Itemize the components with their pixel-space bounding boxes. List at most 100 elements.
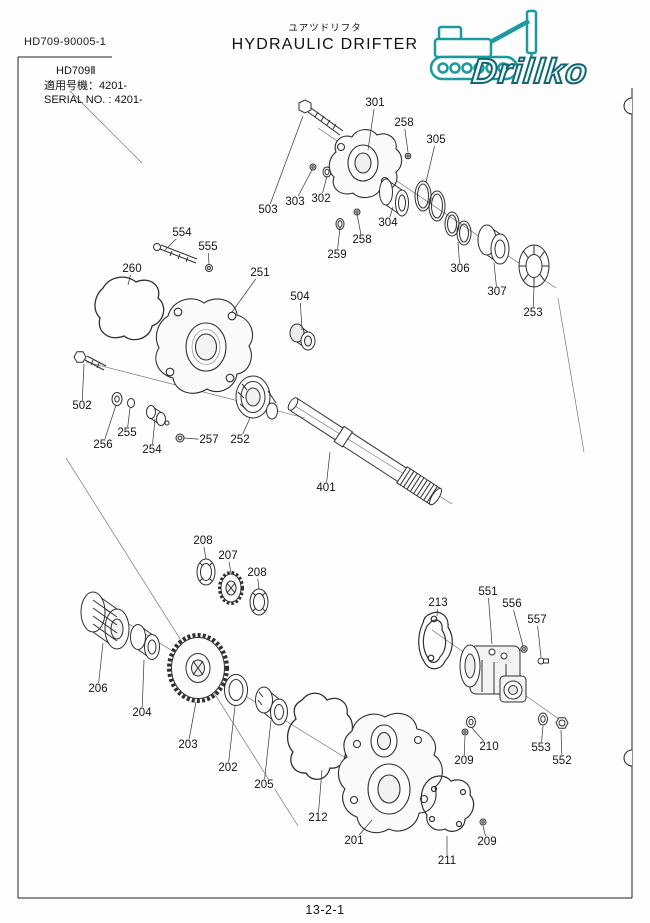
callout-260-14: 260 [121,262,143,276]
part-212-gasket [286,692,354,780]
callout-301-0: 301 [364,96,386,110]
callout-209-43: 209 [476,835,498,849]
part-254-valve [146,405,170,426]
part-203-gear [167,633,229,703]
callout-502-17: 502 [71,399,93,413]
part-208-bearing-b [249,588,269,616]
callout-401-23: 401 [315,481,337,495]
part-258-plug-lower [353,208,361,216]
part-260-gasket [94,276,165,341]
callout-206-31: 206 [87,682,109,696]
callout-307-10: 307 [486,285,508,299]
model-block: HD709Ⅱ 適用号機：4201- SERIAL NO. : 4201- [44,64,143,108]
title-block: ユアツドリフタ HYDRAULIC DRIFTER [225,20,425,54]
callout-208-24: 208 [192,534,214,548]
callout-557-30: 557 [526,613,548,627]
callout-553-40: 553 [530,741,552,755]
callout-253-11: 253 [522,306,544,320]
serial-no: SERIAL NO. : 4201- [44,94,143,107]
callout-209-39: 209 [453,754,475,768]
part-204-sleeve [130,624,160,660]
callout-208-26: 208 [246,566,268,580]
callout-252-22: 252 [229,433,251,447]
title-kana: ユアツドリフタ [288,23,362,34]
part-502-plug-bolt [73,351,107,371]
logo-text: Drillko [470,52,590,91]
callout-303-4: 303 [284,195,306,209]
callout-556-29: 556 [501,597,523,611]
drill-rig-icon [429,9,538,81]
callout-306-9: 306 [449,262,471,276]
model-name: HD709Ⅱ [56,65,96,77]
callout-504-16: 504 [289,290,311,304]
callout-204-32: 204 [131,706,153,720]
part-255-oring [127,398,135,408]
part-555-washer [205,264,213,272]
part-207-gear [218,571,244,605]
part-213-gasket [418,611,453,670]
part-551-hydraulic-motor [459,644,527,703]
callout-552-41: 552 [551,754,573,768]
callout-302-5: 302 [310,192,332,206]
callout-256-18: 256 [92,438,114,452]
callout-258-1: 258 [393,116,415,130]
part-302-ring [322,166,332,178]
callout-259-7: 259 [326,248,348,262]
part-306-seal-set [444,211,472,246]
part-504-nut [289,323,316,351]
callout-551-28: 551 [477,585,499,599]
part-258-plug-upper [404,152,412,160]
part-503-bolt [298,99,344,136]
part-252-coupling [235,375,278,420]
part-202-ring [224,674,248,706]
part-201-gear-case [337,712,443,834]
part-556-plug [520,645,528,653]
brand-logo: Drillko [423,5,638,93]
doc-number: HD709-90005-1 [24,36,107,48]
callout-212-36: 212 [307,811,329,825]
callout-203-33: 203 [177,738,199,752]
callout-255-19: 255 [116,426,138,440]
callout-207-25: 207 [217,549,239,563]
part-209-oring-a [461,728,469,736]
part-253-bearing [518,244,550,288]
page-number: 13-2-1 [305,903,345,917]
part-210-oring [466,716,476,728]
part-557-plug [537,657,549,665]
callout-254-20: 254 [141,443,163,457]
part-552-hex-plug [555,717,569,729]
part-307-bushing [477,224,510,265]
part-304-sleeve [379,178,409,217]
part-305-oring-set [414,180,446,222]
callout-503-3: 503 [257,203,279,217]
part-401-rotation-shaft [287,397,443,506]
callout-305-2: 305 [425,133,447,147]
callout-201-37: 201 [343,834,365,848]
callout-258-8: 258 [351,233,373,247]
callout-213-27: 213 [427,596,449,610]
part-209-oring-b [479,818,487,826]
callout-555-13: 555 [197,240,219,254]
callout-211-42: 211 [436,854,458,868]
callout-257-21: 257 [198,433,220,447]
callout-554-12: 554 [171,226,193,240]
part-211-gasket [420,775,475,832]
part-554-bolt [153,243,198,264]
callout-205-35: 205 [253,778,275,792]
callout-251-15: 251 [249,266,271,280]
applicable-machines: 適用号機：4201- [44,79,128,92]
page-border [17,56,633,899]
part-251-gear-case-cover [155,298,254,394]
part-205-cylinder [255,686,288,726]
part-256-washer [111,392,123,406]
part-303-washer [309,163,317,171]
callout-210-38: 210 [478,740,500,754]
callout-202-34: 202 [217,761,239,775]
part-553-seal [538,712,548,726]
brand-logo-art: Drillko [429,9,591,92]
page-title: HYDRAULIC DRIFTER [231,36,419,53]
callout-304-6: 304 [377,216,399,230]
